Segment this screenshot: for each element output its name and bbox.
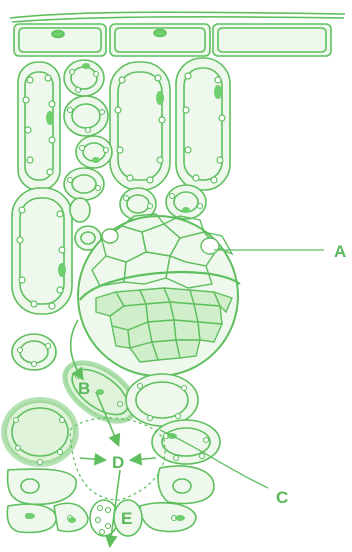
- label-e: E: [121, 509, 132, 528]
- label-a: A: [334, 242, 346, 261]
- label-c: C: [276, 488, 288, 507]
- label-d: D: [112, 453, 124, 472]
- vascular-bundle: [78, 214, 240, 376]
- label-b: B: [78, 379, 90, 398]
- arrow-left-to-d: [80, 458, 104, 460]
- upper-epidermis: [10, 12, 345, 56]
- arrow-right-to-d: [132, 458, 156, 460]
